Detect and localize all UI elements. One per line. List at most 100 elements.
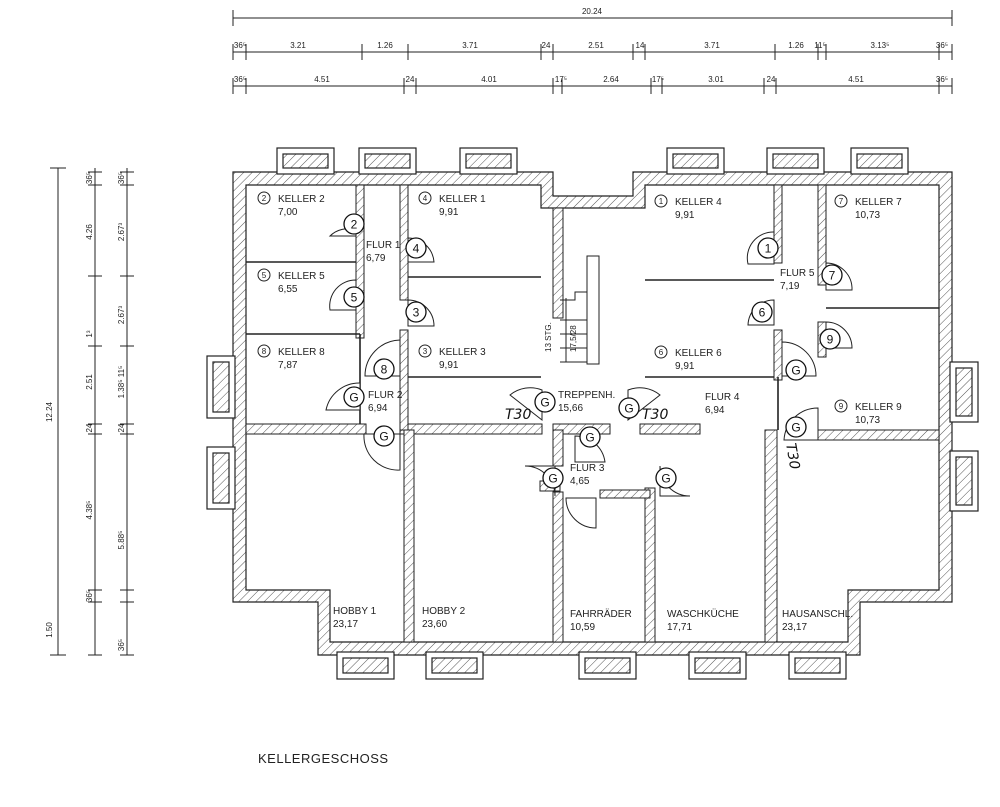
plan-title: KELLERGESCHOSS <box>258 751 389 766</box>
svg-text:G: G <box>661 472 670 486</box>
svg-text:6: 6 <box>759 306 766 320</box>
room-name: KELLER 1 <box>439 194 486 205</box>
dim-label: 3.13⁵ <box>871 41 890 50</box>
room-name: KELLER 2 <box>278 194 325 205</box>
dim-label: 2.51 <box>85 374 94 390</box>
dim-label: 36⁵ <box>936 41 948 50</box>
door-marker: G <box>534 391 556 413</box>
dim-label: 1.26 <box>377 41 393 50</box>
dim-label: 24 <box>542 41 551 50</box>
room-name: HOBBY 1 <box>333 606 377 617</box>
room-number: 3 <box>423 347 428 356</box>
svg-text:7: 7 <box>829 269 836 283</box>
dim-label: 3.21 <box>290 41 306 50</box>
door-marker: G <box>579 426 601 448</box>
door-marker: G <box>655 467 677 489</box>
door-marker: G <box>542 467 564 489</box>
room-label: FLUR 3 4,65 <box>570 463 605 487</box>
room-name: TREPPENH. <box>558 390 615 401</box>
room-label: HOBBY 1 23,17 <box>333 606 377 630</box>
dim-label: 36⁵ <box>117 172 126 184</box>
dim-label: 1³ <box>85 330 94 337</box>
room-label: TREPPENH. 15,66 <box>558 390 615 414</box>
svg-text:G: G <box>791 421 800 435</box>
door-marker: G <box>785 359 807 381</box>
room-name: KELLER 9 <box>855 402 902 413</box>
room-area: 23,60 <box>422 619 447 630</box>
room-label: HOBBY 223,60 <box>422 606 466 630</box>
room-label: FLUR 1 6,79 <box>366 240 401 264</box>
svg-text:9: 9 <box>827 333 834 347</box>
svg-text:G: G <box>379 430 388 444</box>
outer-walls <box>232 171 953 656</box>
outer-wall-left-wing <box>232 171 953 656</box>
room-name: FLUR 1 <box>366 240 401 251</box>
room-name: KELLER 4 <box>675 197 722 208</box>
staircase <box>560 255 600 365</box>
room-area: 6,94 <box>705 405 725 416</box>
room-name: FLUR 3 <box>570 463 605 474</box>
room-area: 23,17 <box>333 619 358 630</box>
room-name: HAUSANSCHL. <box>782 609 853 620</box>
dim-label: 3.71 <box>462 41 478 50</box>
dim-label: 24 <box>117 423 126 432</box>
room-label: FLUR 4 6,94 <box>705 392 740 416</box>
dim-label: 3.71 <box>704 41 720 50</box>
door-marker: G <box>618 397 640 419</box>
room-area: 23,17 <box>782 622 807 633</box>
room-area: 4,65 <box>570 476 590 487</box>
svg-text:3: 3 <box>413 306 420 320</box>
room-area: 9,91 <box>675 210 695 221</box>
dim-label: 24 <box>767 75 776 84</box>
svg-text:G: G <box>585 431 594 445</box>
dim-label: 36⁵ <box>234 75 246 84</box>
door-marker: 7 <box>821 264 843 286</box>
door-marker: 1 <box>757 237 779 259</box>
dim-label: 2.64 <box>603 75 619 84</box>
room-number: 8 <box>262 347 267 356</box>
dim-label: 4.38⁵ <box>85 501 94 520</box>
dim-label: 36⁵ <box>234 41 246 50</box>
room-number: 5 <box>262 271 267 280</box>
dim-label: 36⁵ <box>117 639 126 651</box>
dim-label: 36⁵ <box>85 590 94 602</box>
dim-label: 11⁵ <box>814 41 826 50</box>
door-marker: G <box>373 425 395 447</box>
dim-label: 1.26 <box>788 41 804 50</box>
svg-text:5: 5 <box>351 291 358 305</box>
room-area: 6,79 <box>366 253 386 264</box>
dim-label: 4.26 <box>85 224 94 240</box>
room-name: KELLER 6 <box>675 348 722 359</box>
room-area: 7,00 <box>278 207 298 218</box>
room-area: 9,91 <box>439 207 459 218</box>
dim-label: 3.01 <box>708 75 724 84</box>
room-name: FLUR 4 <box>705 392 740 403</box>
door-marker: 9 <box>819 328 841 350</box>
door-marker: G <box>343 386 365 408</box>
room-area: 15,66 <box>558 403 583 414</box>
svg-text:G: G <box>624 402 633 416</box>
door-marker: 8 <box>373 358 395 380</box>
room-number: 1 <box>659 197 664 206</box>
room-area: 10,73 <box>855 210 880 221</box>
dim-label: 1.50 <box>45 622 54 638</box>
dim-label: 24 <box>85 423 94 432</box>
room-area: 10,59 <box>570 622 595 633</box>
dim-label: 2.67³ <box>117 223 126 242</box>
room-name: FLUR 2 <box>368 390 403 401</box>
svg-text:G: G <box>548 472 557 486</box>
room-name: KELLER 5 <box>278 271 325 282</box>
